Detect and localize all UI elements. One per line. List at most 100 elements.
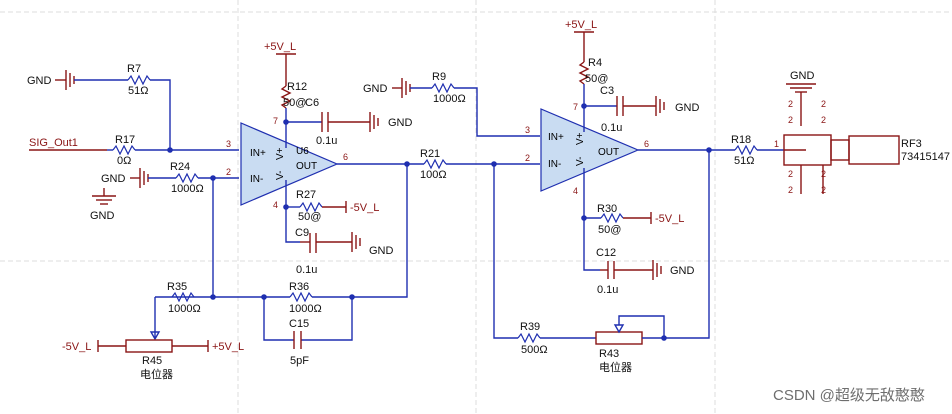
svg-text:-5V_L: -5V_L bbox=[655, 213, 684, 225]
power-p5v-right: +5V_L bbox=[565, 19, 597, 62]
svg-text:7: 7 bbox=[573, 102, 578, 112]
svg-text:+5V_L: +5V_L bbox=[565, 19, 597, 31]
power-n5v-right: -5V_L bbox=[650, 212, 684, 225]
svg-text:R7: R7 bbox=[127, 63, 141, 75]
svg-text:+5V_L: +5V_L bbox=[212, 341, 244, 353]
power-p5v-u6: +5V_L bbox=[264, 41, 296, 86]
svg-text:1: 1 bbox=[774, 139, 779, 149]
junction-dot bbox=[581, 215, 587, 221]
power-n5v-u6: -5V_L bbox=[345, 201, 379, 214]
svg-text:GND: GND bbox=[90, 210, 115, 222]
svg-text:0Ω: 0Ω bbox=[117, 155, 131, 167]
capacitor-c3: C3 0.1u bbox=[600, 85, 624, 134]
svg-text:R45: R45 bbox=[142, 355, 162, 367]
svg-text:51Ω: 51Ω bbox=[128, 85, 148, 97]
capacitor-c6: C6 0.1u bbox=[305, 97, 337, 147]
op-amp-right: IN+ IN- OUT V+ V- 3 2 6 7 4 bbox=[525, 102, 649, 196]
resistor-r18: R18 51Ω bbox=[731, 134, 758, 167]
svg-text:C15: C15 bbox=[289, 318, 309, 330]
potentiometer-r45: -5V_L +5V_L R45 电位器 bbox=[62, 339, 244, 381]
resistor-r9: R9 1000Ω bbox=[431, 71, 466, 105]
svg-text:RF3: RF3 bbox=[901, 138, 922, 150]
svg-text:2: 2 bbox=[788, 169, 793, 179]
rf-connector-rf3: GND 2 2 2 2 2 2 2 2 1 RF3 73415147 bbox=[774, 70, 950, 195]
svg-text:50@: 50@ bbox=[598, 224, 621, 236]
svg-text:1000Ω: 1000Ω bbox=[289, 303, 322, 315]
svg-text:电位器: 电位器 bbox=[599, 360, 632, 374]
svg-text:R27: R27 bbox=[296, 189, 316, 201]
svg-text:7: 7 bbox=[273, 116, 278, 126]
svg-text:3: 3 bbox=[226, 139, 231, 149]
svg-text:R9: R9 bbox=[432, 71, 446, 83]
gnd-symbol-r9: GND bbox=[363, 78, 411, 98]
svg-text:1000Ω: 1000Ω bbox=[168, 303, 201, 315]
svg-text:IN+: IN+ bbox=[250, 148, 266, 159]
resistor-r35: R35 1000Ω bbox=[167, 281, 201, 315]
svg-text:R18: R18 bbox=[731, 134, 751, 146]
gnd-symbol-r24: GND bbox=[101, 168, 149, 188]
svg-text:R30: R30 bbox=[597, 203, 617, 215]
resistor-r7: R7 51Ω bbox=[127, 63, 151, 97]
svg-text:6: 6 bbox=[644, 139, 649, 149]
svg-text:R4: R4 bbox=[588, 57, 602, 69]
svg-text:C6: C6 bbox=[305, 97, 319, 109]
svg-text:OUT: OUT bbox=[296, 161, 317, 172]
junction-dot bbox=[581, 103, 587, 109]
resistor-r30: R30 50@ bbox=[597, 203, 624, 236]
resistor-r4: R4 50@ bbox=[578, 57, 608, 85]
capacitor-c12: C12 0.1u bbox=[596, 247, 618, 296]
svg-text:2: 2 bbox=[821, 99, 826, 109]
svg-text:SIG_Out1: SIG_Out1 bbox=[29, 137, 78, 149]
svg-text:100Ω: 100Ω bbox=[420, 169, 447, 181]
svg-text:4: 4 bbox=[573, 186, 578, 196]
sig-out1-label: SIG_Out1 bbox=[29, 137, 107, 151]
svg-text:-5V_L: -5V_L bbox=[350, 202, 379, 214]
svg-text:GND: GND bbox=[790, 70, 815, 82]
svg-text:IN-: IN- bbox=[250, 174, 263, 185]
svg-text:50@: 50@ bbox=[298, 211, 321, 223]
svg-text:2: 2 bbox=[788, 99, 793, 109]
svg-text:V+: V+ bbox=[275, 147, 286, 160]
svg-text:-5V_L: -5V_L bbox=[62, 341, 91, 353]
svg-text:50@: 50@ bbox=[585, 73, 608, 85]
resistor-r12: R12 50@ bbox=[280, 81, 307, 109]
resistor-r39: R39 500Ω bbox=[517, 321, 548, 356]
potentiometer-r43: R43 电位器 bbox=[595, 315, 665, 374]
capacitor-c15: C15 5pF bbox=[289, 318, 309, 367]
svg-text:U6: U6 bbox=[296, 146, 309, 157]
svg-text:50@: 50@ bbox=[283, 97, 306, 109]
svg-text:V-: V- bbox=[575, 157, 586, 166]
svg-text:GND: GND bbox=[388, 117, 413, 129]
svg-text:R24: R24 bbox=[170, 161, 190, 173]
svg-text:IN-: IN- bbox=[548, 159, 561, 170]
svg-text:0.1u: 0.1u bbox=[316, 135, 337, 147]
gnd-symbol-c6: GND bbox=[369, 112, 413, 132]
svg-text:OUT: OUT bbox=[598, 147, 619, 158]
svg-text:R17: R17 bbox=[115, 134, 135, 146]
svg-text:R12: R12 bbox=[287, 81, 307, 93]
svg-text:R43: R43 bbox=[599, 348, 619, 360]
resistor-r36: R36 1000Ω bbox=[289, 281, 322, 315]
svg-text:R21: R21 bbox=[420, 148, 440, 160]
svg-text:1000Ω: 1000Ω bbox=[433, 93, 466, 105]
svg-text:2: 2 bbox=[226, 167, 231, 177]
svg-text:0.1u: 0.1u bbox=[597, 284, 618, 296]
svg-text:C3: C3 bbox=[600, 85, 614, 97]
resistor-r24: R24 1000Ω bbox=[170, 161, 204, 195]
svg-text:2: 2 bbox=[821, 169, 826, 179]
junction-dot bbox=[167, 147, 173, 153]
svg-text:C12: C12 bbox=[596, 247, 616, 259]
resistor-r17: R17 0Ω bbox=[112, 134, 136, 167]
svg-text:IN+: IN+ bbox=[548, 132, 564, 143]
svg-text:51Ω: 51Ω bbox=[734, 155, 754, 167]
svg-text:2: 2 bbox=[788, 185, 793, 195]
gnd-symbol-bottom: GND bbox=[90, 188, 116, 222]
gnd-symbol-r7: GND bbox=[27, 70, 75, 90]
junction-dot bbox=[661, 335, 667, 341]
resistor-r27: R27 50@ bbox=[296, 189, 323, 223]
svg-text:73415147: 73415147 bbox=[901, 151, 950, 163]
capacitor-c9: C9 0.1u bbox=[295, 227, 317, 276]
gnd-symbol-c9: GND bbox=[351, 232, 394, 257]
